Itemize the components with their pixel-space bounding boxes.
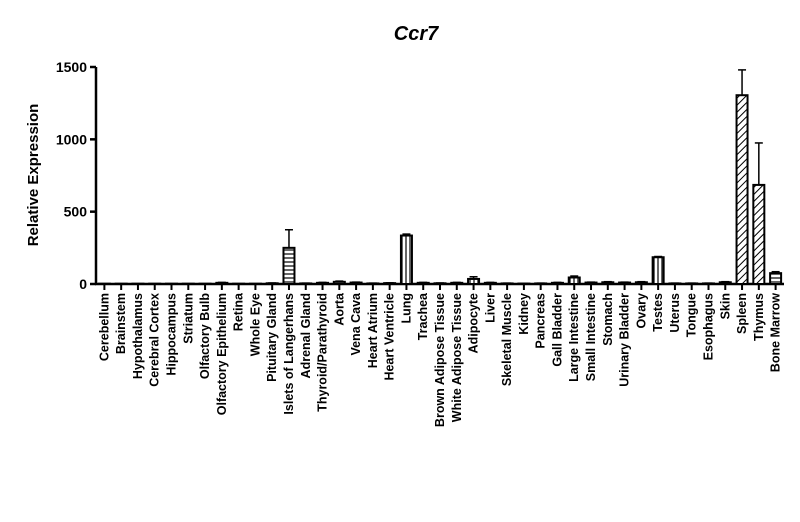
x-tick-label: Pancreas	[534, 293, 548, 349]
x-tick-label: Skin	[718, 293, 732, 319]
bars	[97, 94, 783, 286]
x-tick-label: Cerebellum	[97, 293, 111, 361]
x-tick-label: Small Intestine	[584, 293, 598, 381]
x-tick-label: White Adipose Tissue	[450, 293, 464, 422]
x-tick-label: Vena Cava	[349, 292, 363, 356]
x-tick-label: Brown Adipose Tissue	[433, 293, 447, 427]
x-tick-label: Spleen	[735, 293, 749, 334]
chart-title: Ccr7	[394, 23, 439, 45]
x-tick-label: Liver	[483, 293, 497, 323]
x-tick-label: Heart Ventricle	[383, 293, 397, 381]
x-tick-label: Thyroid/Parathyroid	[316, 293, 330, 412]
x-tick-label: Thymus	[752, 293, 766, 341]
x-tick-label: Tongue	[685, 293, 699, 337]
bar	[282, 246, 296, 285]
x-tick-label: Trachea	[416, 292, 430, 340]
bar	[634, 281, 648, 286]
bar	[735, 94, 749, 285]
x-tick-label: Adipocyte	[467, 293, 481, 353]
bar	[718, 281, 732, 286]
x-tick-label: Heart Atrium	[366, 293, 380, 368]
x-tick-label: Brainstem	[114, 293, 128, 354]
x-tick-label: Bone Marrow	[769, 293, 783, 372]
x-tick-label: Stomach	[601, 293, 615, 346]
x-tick-label: Hippocampus	[165, 293, 179, 376]
bar	[769, 272, 783, 285]
x-tick-label: Uterus	[668, 293, 682, 333]
x-tick-label: Olfactory Bulb	[198, 293, 212, 379]
y-tick-label: 1000	[56, 131, 87, 147]
x-tick-label: Pituitary Gland	[265, 293, 279, 382]
x-tick-label: Ovary	[634, 293, 648, 328]
x-tick-label: Esophagus	[701, 293, 715, 360]
x-tick-label: Whole Eye	[248, 293, 262, 356]
bar	[567, 276, 581, 285]
error-bars	[217, 69, 780, 285]
x-tick-label: Kidney	[517, 293, 531, 335]
x-tick-label: Islets of Langerhans	[282, 293, 296, 415]
x-tick-label: Retina	[232, 292, 246, 331]
y-axis-label: Relative Expression	[25, 104, 42, 247]
x-tick-label: Skeletal Muscle	[500, 293, 514, 386]
bar	[399, 234, 413, 285]
x-tick-label: Hypothalamus	[131, 293, 145, 379]
x-tick-label: Adrenal Gland	[299, 293, 313, 378]
x-tick-label: Testes	[651, 293, 665, 332]
bar	[332, 280, 346, 285]
y-tick-label: 1500	[56, 59, 87, 75]
x-tick-label: Large Intestine	[567, 293, 581, 382]
bar	[651, 256, 665, 285]
y-tick-label: 500	[64, 204, 88, 220]
y-tick-label: 0	[79, 276, 87, 292]
x-tick-label: Aorta	[332, 292, 346, 326]
x-tick-label: Olfactory Epithelium	[215, 293, 229, 415]
x-tick-label: Cerebral Cortex	[148, 293, 162, 387]
x-tick-label: Gall Bladder	[550, 293, 564, 367]
x-tick-label: Urinary Bladder	[618, 293, 632, 387]
bar	[601, 281, 615, 286]
bar	[467, 277, 481, 286]
x-tick-label: Striatum	[181, 293, 195, 344]
y-axis: 0 500 1000 1500	[56, 59, 98, 292]
bar	[752, 183, 766, 285]
x-tick-label: Lung	[399, 293, 413, 324]
